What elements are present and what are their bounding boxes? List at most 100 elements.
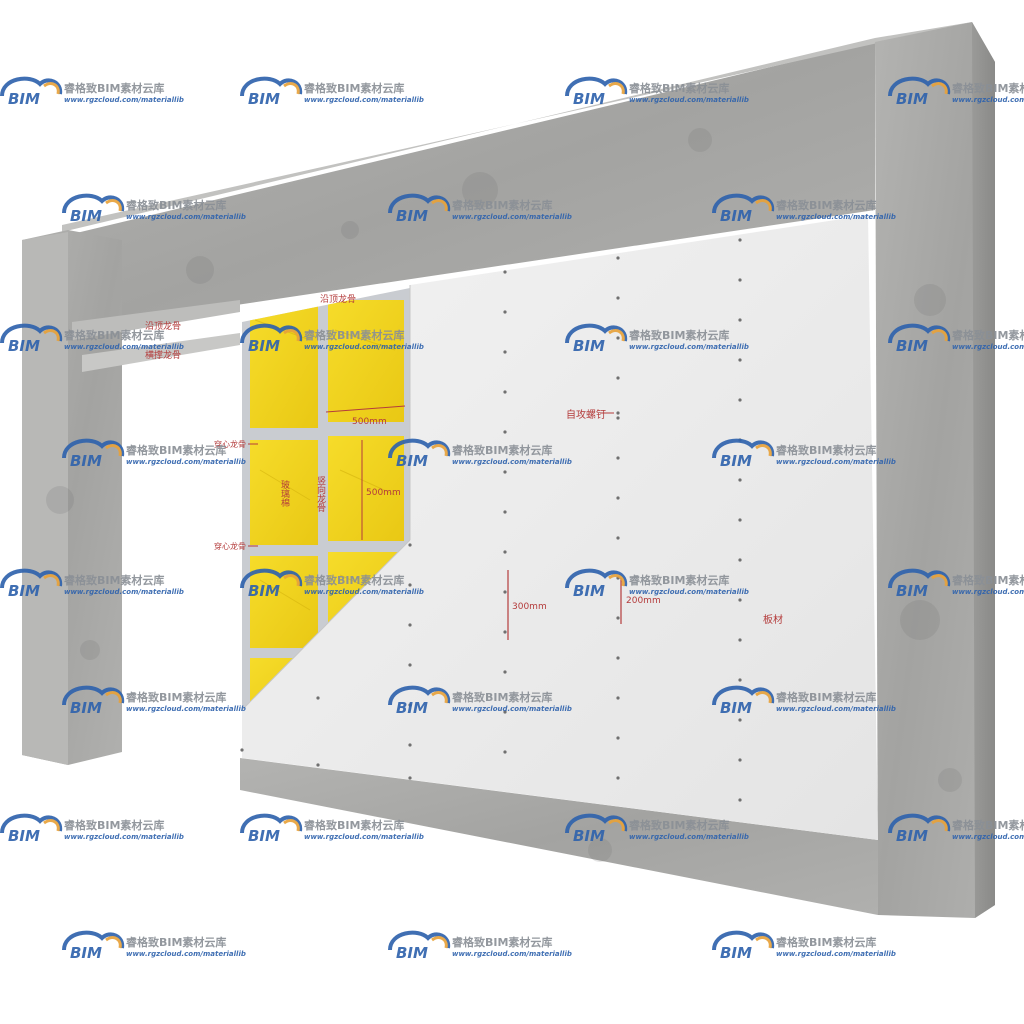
watermark-logo: BIM睿格致BIM素材云库www.rgzcloud.com/materialli… xyxy=(712,685,896,717)
svg-text:睿格致BIM素材云库: 睿格致BIM素材云库 xyxy=(126,198,226,212)
svg-text:www.rgzcloud.com/materiallib: www.rgzcloud.com/materiallib xyxy=(629,833,749,841)
cloud-icon xyxy=(62,193,125,214)
screw-dot xyxy=(408,583,412,587)
svg-text:www.rgzcloud.com/materiallib: www.rgzcloud.com/materiallib xyxy=(126,458,246,466)
screw-dot xyxy=(616,376,620,380)
screw-dot xyxy=(616,411,620,415)
screw-dot xyxy=(738,518,742,522)
watermark-logo: BIM睿格致BIM素材云库www.rgzcloud.com/materialli… xyxy=(565,568,749,600)
cloud-icon xyxy=(240,76,303,97)
label-through-stud-upper: 穿心龙骨 xyxy=(214,439,246,449)
right-column-side xyxy=(972,22,995,918)
screw-dot xyxy=(738,758,742,762)
svg-text:睿格致BIM素材云库: 睿格致BIM素材云库 xyxy=(629,818,729,832)
screw-dot xyxy=(738,478,742,482)
watermark-logo: BIM睿格致BIM素材云库www.rgzcloud.com/materialli… xyxy=(240,76,424,108)
screw-dot xyxy=(503,510,507,514)
svg-text:www.rgzcloud.com/materiallib: www.rgzcloud.com/materiallib xyxy=(126,705,246,713)
svg-text:BIM: BIM xyxy=(70,207,102,225)
svg-text:BIM: BIM xyxy=(396,944,428,962)
svg-text:BIM: BIM xyxy=(573,827,605,845)
svg-text:BIM: BIM xyxy=(396,207,428,225)
watermark-logo: BIM 睿格致BIM素材云库www.rgzcloud.com/materialli… xyxy=(388,193,572,225)
svg-text:www.rgzcloud.com/materiallib: www.rgzcloud.com/materiallib xyxy=(64,343,184,351)
screw-dot xyxy=(503,590,507,594)
screw-dot xyxy=(316,696,320,700)
svg-text:BIM: BIM xyxy=(70,452,102,470)
screw-dot xyxy=(738,558,742,562)
cloud-icon xyxy=(888,76,951,97)
svg-text:睿格致BIM素材云库: 睿格致BIM素材云库 xyxy=(776,198,876,212)
watermark-logo: BIM睿格致BIM素材云库www.rgzcloud.com/materialli… xyxy=(62,193,246,225)
svg-text:www.rgzcloud.com/materiallib: www.rgzcloud.com/materiallib xyxy=(304,343,424,351)
svg-text:BIM: BIM xyxy=(396,699,428,717)
svg-text:BIM: BIM xyxy=(573,90,605,108)
screw-dot xyxy=(738,398,742,402)
svg-text:www.rgzcloud.com/materiallib: www.rgzcloud.com/materiallib xyxy=(304,96,424,104)
glass-wool-panel xyxy=(328,300,404,422)
board-panel xyxy=(242,215,878,840)
screw-dot xyxy=(738,718,742,722)
svg-text:睿格致BIM素材云库: 睿格致BIM素材云库 xyxy=(304,81,404,95)
watermark-layer: BIM睿格致BIM素材云库www.rgzcloud.com/materialli… xyxy=(0,76,1024,962)
label-board: 板材 xyxy=(763,613,783,626)
svg-text:睿格致BIM素材云库: 睿格致BIM素材云库 xyxy=(629,328,729,342)
cloud-icon xyxy=(712,193,775,214)
screw-dot xyxy=(616,776,620,780)
svg-text:睿格致BIM素材云库: 睿格致BIM素材云库 xyxy=(452,935,552,949)
screw-dot xyxy=(738,238,742,242)
screw-dot xyxy=(408,623,412,627)
screw-dot xyxy=(616,296,620,300)
screw-dot xyxy=(503,270,507,274)
watermark-logo: BIM睿格致BIM素材云库www.rgzcloud.com/materialli… xyxy=(0,76,184,108)
svg-text:www.rgzcloud.com/materiallib: www.rgzcloud.com/materiallib xyxy=(452,213,572,221)
svg-text:睿格致BIM素材云库: 睿格致BIM素材云库 xyxy=(776,443,876,457)
svg-text:睿格致BIM素材云库: 睿格致BIM素材云库 xyxy=(452,690,552,704)
svg-text:睿格致BIM素材云库: 睿格致BIM素材云库 xyxy=(304,818,404,832)
watermark-logo: BIM睿格致BIM素材云库www.rgzcloud.com/materialli… xyxy=(888,76,1024,108)
svg-text:www.rgzcloud.com/materiallib: www.rgzcloud.com/materiallib xyxy=(304,833,424,841)
svg-text:BIM: BIM xyxy=(8,90,40,108)
dim-horizontal: 500mm xyxy=(352,417,387,427)
cloud-icon xyxy=(712,438,775,459)
left-column-side xyxy=(22,232,68,765)
screw-dot xyxy=(503,350,507,354)
cloud-icon xyxy=(0,813,63,834)
svg-text:BIM: BIM xyxy=(248,827,280,845)
screw-dot xyxy=(616,616,620,620)
svg-text:睿格致BIM素材云库: 睿格致BIM素材云库 xyxy=(304,573,404,587)
concrete-frame xyxy=(22,22,995,918)
screw-dot xyxy=(503,470,507,474)
svg-text:www.rgzcloud.com/materiallib: www.rgzcloud.com/materiallib xyxy=(776,705,896,713)
cloud-icon xyxy=(388,930,451,951)
watermark-logo: BIM 睿格致BIM素材云库www.rgzcloud.com/materialli… xyxy=(62,438,246,470)
watermark-logo: BIM睿格致BIM素材云库www.rgzcloud.com/materialli… xyxy=(0,568,184,600)
svg-text:BIM: BIM xyxy=(896,337,928,355)
dim-vertical: 500mm xyxy=(366,488,401,498)
svg-text:BIM: BIM xyxy=(70,699,102,717)
svg-text:BIM: BIM xyxy=(573,337,605,355)
screw-dot xyxy=(408,663,412,667)
cloud-icon xyxy=(888,568,951,589)
svg-text:BIM: BIM xyxy=(896,827,928,845)
svg-text:睿格致BIM素材云库: 睿格致BIM素材云库 xyxy=(126,443,226,457)
screw-dot xyxy=(616,656,620,660)
svg-text:睿格致BIM素材云库: 睿格致BIM素材云库 xyxy=(64,328,164,342)
svg-text:睿格致BIM素材云库: 睿格致BIM素材云库 xyxy=(952,328,1024,342)
screw-dot xyxy=(616,696,620,700)
label-through-stud-lower: 穿心龙骨 xyxy=(214,541,246,551)
svg-text:www.rgzcloud.com/materiallib: www.rgzcloud.com/materiallib xyxy=(452,950,572,958)
cloud-icon xyxy=(712,685,775,706)
svg-text:睿格致BIM素材云库: 睿格致BIM素材云库 xyxy=(304,328,404,342)
dim-line-horizontal xyxy=(325,405,406,413)
svg-text:睿格致BIM素材云库: 睿格致BIM素材云库 xyxy=(452,198,552,212)
watermark-logo: BIM 睿格致BIM素材云库www.rgzcloud.com/materialli… xyxy=(565,813,749,845)
cloud-icon xyxy=(0,76,63,97)
svg-text:睿格致BIM素材云库: 睿格致BIM素材云库 xyxy=(126,690,226,704)
svg-text:www.rgzcloud.com/materiallib: www.rgzcloud.com/materiallib xyxy=(776,458,896,466)
bottom-beam xyxy=(240,758,878,915)
svg-text:睿格致BIM素材云库: 睿格致BIM素材云库 xyxy=(64,818,164,832)
svg-text:BIM: BIM xyxy=(720,207,752,225)
screw-dot xyxy=(738,798,742,802)
